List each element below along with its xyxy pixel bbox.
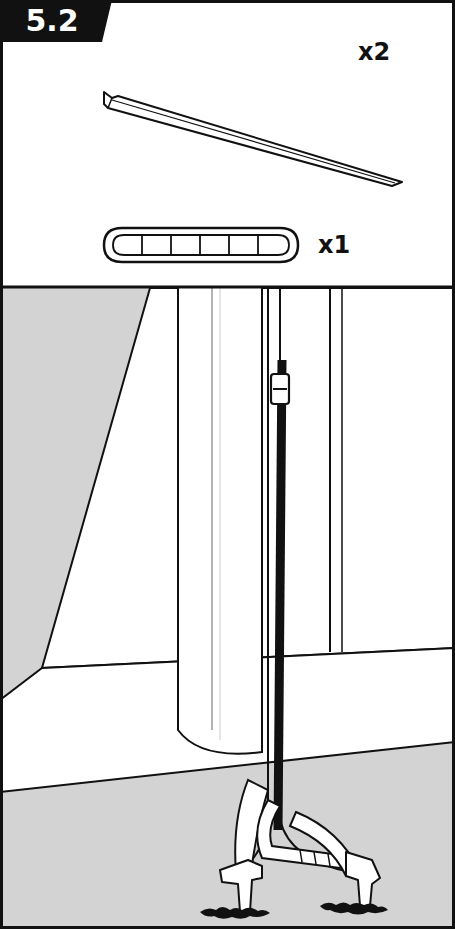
quantity-label: x1 [318,233,350,257]
step-number: 5.2 [25,6,78,36]
step-number-tab: 5.2 [0,0,112,42]
strap-piece [104,228,298,262]
parts-panel [0,0,455,286]
tent-scene [0,288,455,929]
quantity-label: x2 [358,40,390,64]
tent-stake [104,92,402,186]
